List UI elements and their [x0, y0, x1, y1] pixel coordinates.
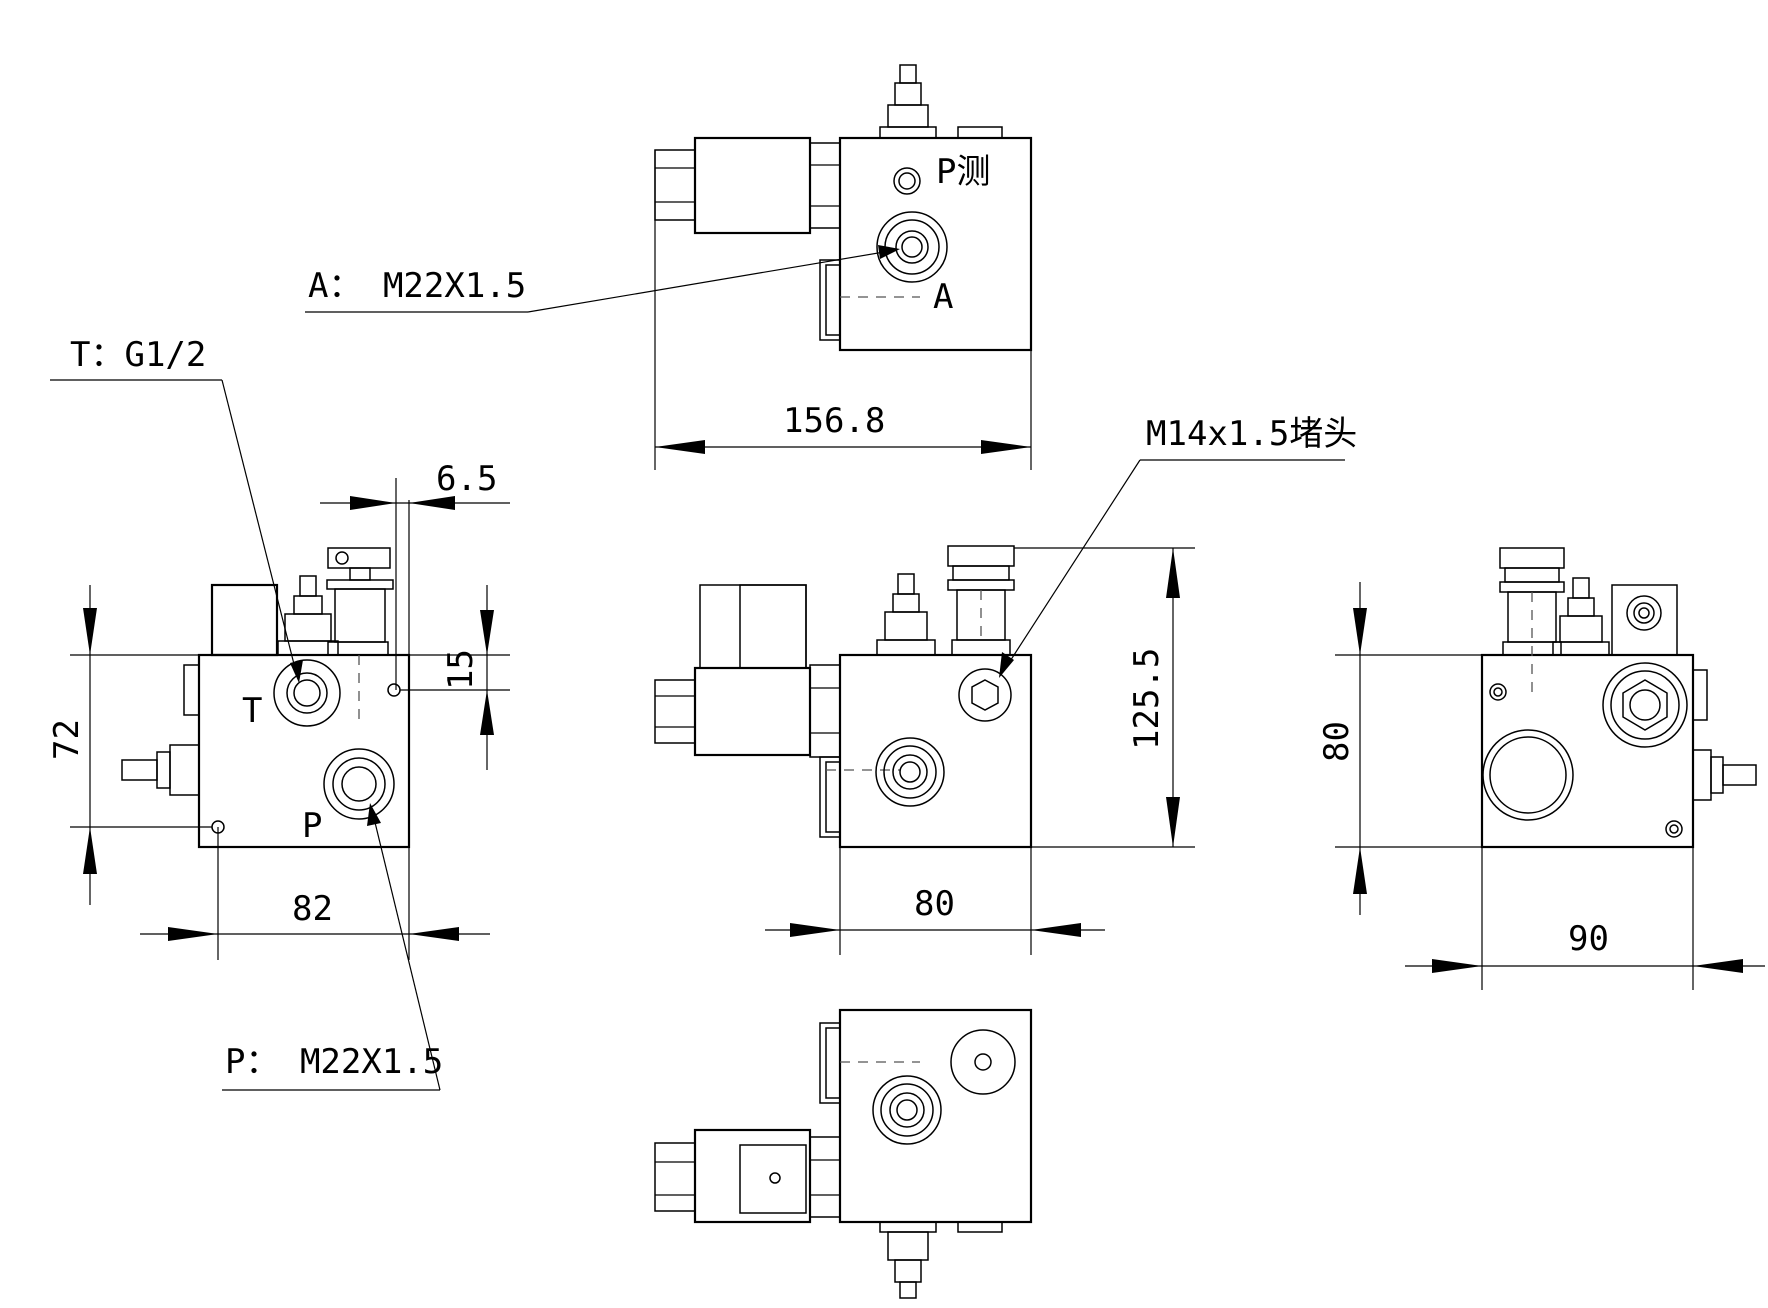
bottom-plug	[950, 1029, 1016, 1095]
m14-plug	[958, 668, 1012, 722]
dim-left-height: 72	[47, 719, 87, 760]
dim-front-width: 80	[914, 884, 955, 924]
p-test-port	[893, 167, 921, 195]
right-view: 80 90	[1317, 547, 1765, 990]
bottom-view	[654, 1008, 1033, 1299]
dim-top-width: 156.8	[783, 401, 885, 441]
dim-left-width: 82	[292, 889, 333, 929]
front-view: M14x1.5堵头 125.5 80	[654, 414, 1357, 955]
front-solenoid-coil	[693, 666, 812, 757]
port-a	[876, 211, 948, 283]
port-p-spec-label: P： M22X1.5	[225, 1042, 443, 1082]
dim-right-width: 90	[1568, 919, 1609, 959]
dim-offset-15: 15	[441, 649, 481, 690]
p-test-label: P测	[936, 152, 990, 192]
plug-spec-label: M14x1.5堵头	[1146, 414, 1357, 454]
top-view: P测 A A： M22X1.5 156.8	[305, 64, 1033, 470]
port-p	[323, 748, 395, 820]
left-view: T P T：G1/2 P： M22X1.5 6.5 15 72	[47, 335, 510, 1091]
bottom-port	[872, 1075, 942, 1145]
port-t	[273, 659, 341, 727]
port-t-label: T	[242, 691, 262, 731]
port-a-label: A	[933, 277, 953, 317]
dim-front-height: 125.5	[1127, 648, 1167, 750]
port-p-label: P	[302, 806, 322, 846]
left-solenoid-coil	[210, 583, 279, 657]
dim-offset-6-5: 6.5	[436, 459, 497, 499]
front-view-block	[838, 653, 1033, 849]
bottom-view-block	[838, 1008, 1033, 1224]
port-t-spec-label: T：G1/2	[70, 335, 206, 375]
dim-right-height: 80	[1317, 721, 1357, 762]
right-large-port	[1482, 729, 1574, 821]
bottom-solenoid-coil	[693, 1128, 812, 1224]
top-solenoid-coil	[693, 136, 812, 235]
right-valve-port	[1602, 662, 1688, 748]
front-port-a	[875, 737, 945, 807]
port-a-spec-label: A： M22X1.5	[308, 266, 526, 306]
